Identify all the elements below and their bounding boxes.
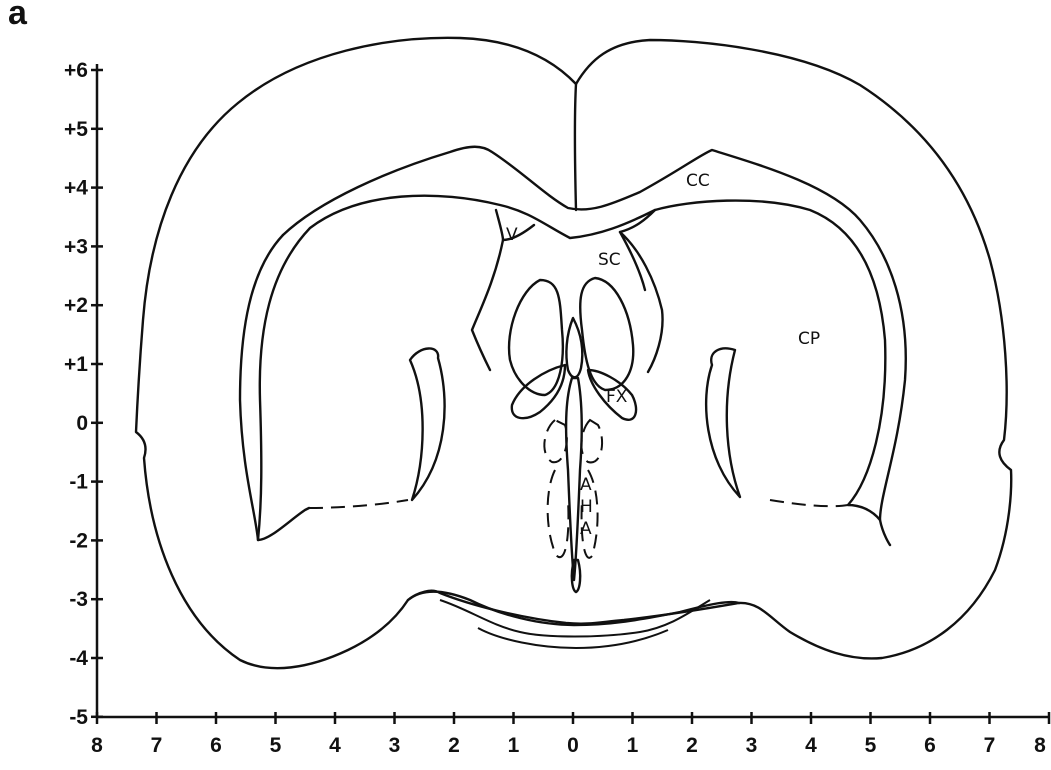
x-tick-label: 6	[924, 734, 936, 757]
left-dashed-nucleus-lower	[548, 470, 569, 557]
y-tick-label: +6	[64, 59, 88, 82]
x-tick-label: 5	[270, 734, 282, 757]
label-aha-h: H	[580, 497, 593, 517]
ventral-band-lower	[478, 628, 668, 648]
right-dashed-boundary	[770, 500, 848, 506]
x-tick-label: 2	[448, 734, 460, 757]
y-tick-label: -5	[69, 706, 88, 729]
corpus-callosum-inner	[258, 196, 885, 540]
label-sc: SC	[598, 250, 621, 270]
y-tick-label: +5	[64, 118, 88, 141]
label-aha-a2: A	[580, 519, 592, 539]
y-tick-label: +2	[64, 294, 88, 317]
x-tick-label: 1	[508, 734, 520, 757]
y-tick-label: -1	[69, 471, 88, 494]
x-tick-label: 1	[627, 734, 639, 757]
ventral-band-outer	[408, 592, 739, 625]
x-tick-label: 7	[151, 734, 163, 757]
left-crescent	[410, 348, 445, 500]
y-tick-label: -3	[69, 588, 88, 611]
y-tick-label: +3	[64, 235, 88, 258]
x-tick-label: 7	[984, 734, 996, 757]
x-tick-label: 3	[389, 734, 401, 757]
y-tick-label: 0	[76, 412, 88, 435]
x-tick-label: 4	[805, 734, 817, 757]
label-fx: FX	[606, 387, 628, 407]
panel-label: a	[8, 0, 27, 33]
x-tick-label: 6	[210, 734, 222, 757]
x-tick-label: 5	[865, 734, 877, 757]
y-tick-label: +4	[64, 177, 88, 200]
label-aha-a: A	[580, 475, 592, 495]
right-crescent	[706, 348, 740, 497]
left-dashed-nucleus-upper	[544, 420, 567, 462]
midline-fissure	[575, 84, 576, 210]
y-tick-label: -2	[69, 529, 88, 552]
septum-right	[620, 232, 663, 372]
x-tick-label: 8	[1034, 734, 1046, 757]
right-dashed-nucleus-upper	[581, 420, 602, 462]
right-ventricle-wall	[620, 210, 655, 290]
x-axis-ticks: 8 7 6 5 4 3 2 1 0 1 2 3 4 5 6 7 8	[91, 712, 1049, 757]
y-tick-label: -4	[69, 647, 88, 670]
label-cc: CC	[686, 171, 710, 191]
x-tick-label: 3	[746, 734, 758, 757]
corpus-callosum-left-arm	[240, 235, 309, 540]
x-tick-label: 8	[91, 734, 103, 757]
x-tick-label: 4	[329, 734, 341, 757]
midline-diamond	[566, 318, 582, 377]
x-tick-label: 0	[567, 734, 579, 757]
label-v: V	[506, 225, 518, 245]
x-tick-label: 2	[686, 734, 698, 757]
left-dashed-boundary	[309, 500, 408, 508]
y-tick-label: +1	[64, 353, 88, 376]
septum-left	[472, 240, 503, 370]
label-cp: CP	[798, 329, 820, 349]
left-fornix	[512, 365, 565, 418]
